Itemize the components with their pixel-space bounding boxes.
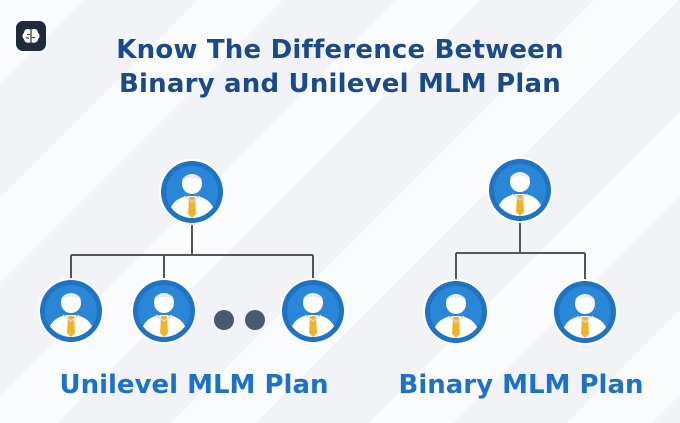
person-icon (280, 278, 346, 344)
title-line-1: Know The Difference Between (116, 35, 564, 65)
ellipsis-dot (245, 310, 265, 330)
unilevel-plan-label: Unilevel MLM Plan (59, 370, 329, 400)
binary-plan-label: Binary MLM Plan (398, 370, 644, 400)
title-line-2: Binary and Unilevel MLM Plan (119, 69, 561, 99)
binary-connectors (455, 222, 586, 280)
person-icon (159, 159, 225, 225)
ellipsis-dot (214, 310, 234, 330)
person-icon (131, 278, 197, 344)
person-icon (423, 279, 489, 345)
brain-icon (16, 21, 46, 51)
person-icon (487, 157, 553, 223)
person-icon (552, 279, 618, 345)
unilevel-connectors (70, 224, 314, 278)
page-title: Know The Difference Between Binary and U… (0, 33, 680, 101)
person-icon (38, 278, 104, 344)
